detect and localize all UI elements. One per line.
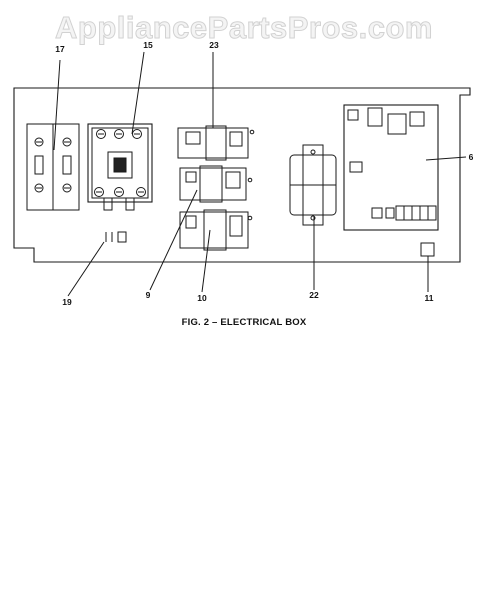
part-15-contactor — [87, 123, 153, 211]
part-9-relay — [179, 165, 253, 203]
leader-15 — [131, 51, 145, 135]
figure-caption: FIG. 2 – ELECTRICAL BOX — [181, 317, 307, 328]
part-6-control-board — [343, 104, 439, 231]
callout-11: 11 — [425, 293, 434, 303]
callout-9: 9 — [146, 290, 151, 300]
leader-9 — [149, 189, 198, 291]
site-watermark: AppliancePartsPros.com — [55, 10, 433, 46]
part-22-transformer — [289, 144, 337, 226]
part-17-switch — [26, 123, 80, 211]
callout-19: 19 — [62, 297, 72, 307]
leader-6 — [425, 156, 467, 161]
callout-22: 22 — [309, 290, 319, 300]
callout-15: 15 — [143, 40, 153, 50]
leader-17 — [53, 59, 61, 151]
part-11-component — [420, 242, 435, 257]
callout-6: 6 — [469, 152, 474, 162]
part-19-component — [105, 231, 127, 243]
leader-19 — [67, 241, 105, 297]
part-23-relay — [177, 125, 255, 161]
callout-10: 10 — [197, 293, 207, 303]
callout-17: 17 — [55, 44, 65, 54]
callout-23: 23 — [209, 40, 219, 50]
electrical-box-outline — [13, 87, 471, 263]
leader-10 — [201, 229, 211, 293]
part-10-relay — [179, 209, 253, 251]
